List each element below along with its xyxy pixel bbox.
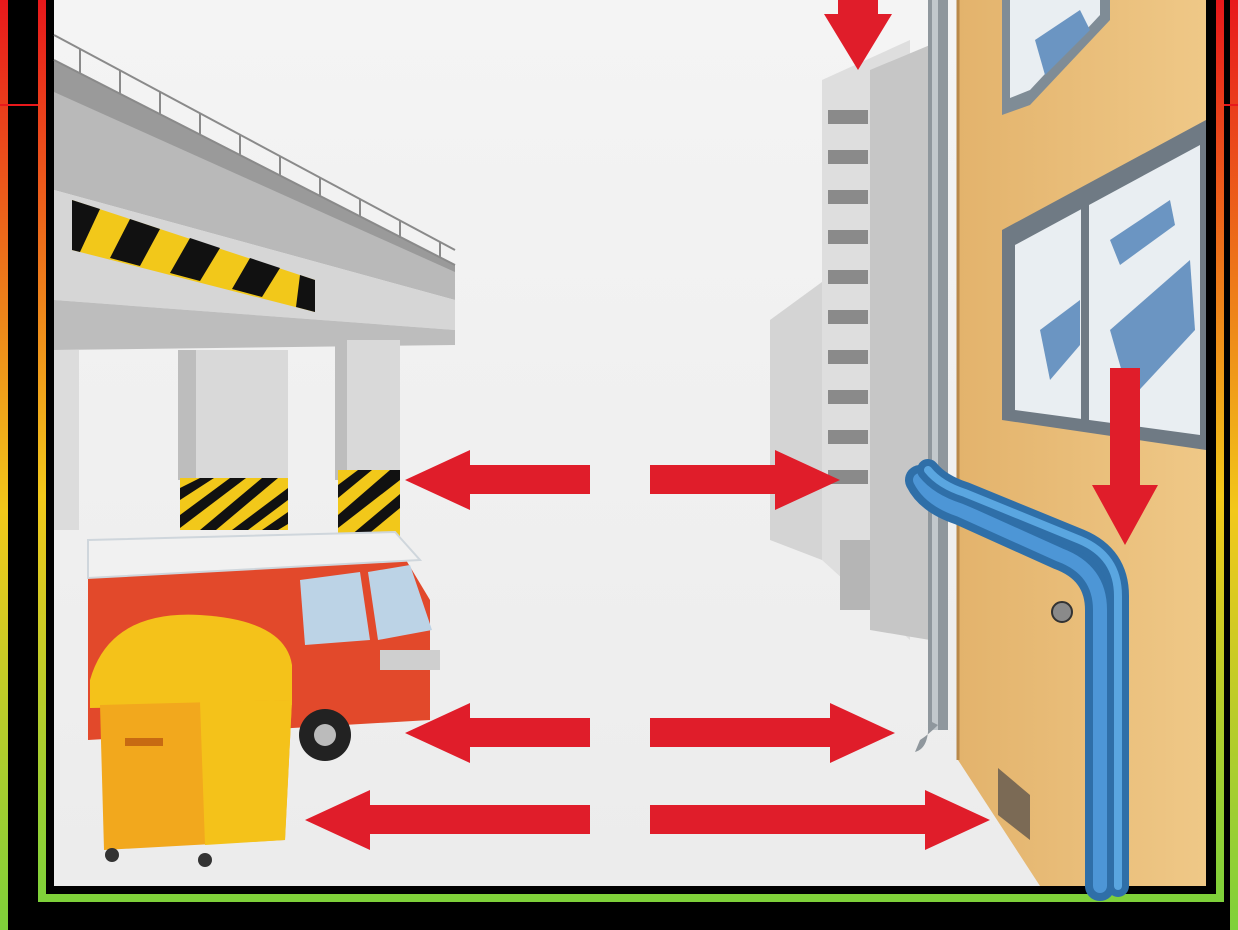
wall-building-icon (958, 0, 1206, 886)
left-red-line (0, 104, 40, 106)
waste-bin-icon (90, 615, 292, 867)
right-gradient-bar (1230, 0, 1238, 930)
left-gradient-bar (0, 0, 8, 930)
scene (54, 0, 1206, 886)
